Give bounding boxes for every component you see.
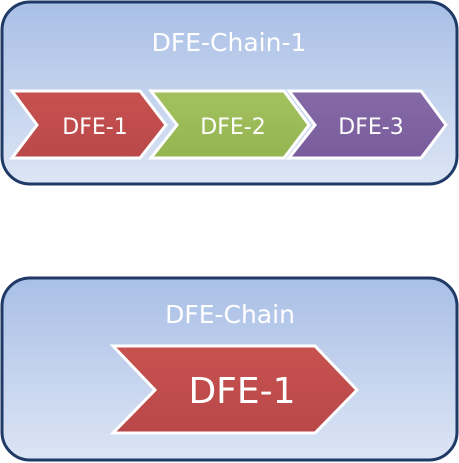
chevron-label: DFE-1 [62,115,127,140]
chain-1-title: DFE-Chain-1 [152,28,307,57]
chain-2-title: DFE-Chain [165,300,295,329]
chain-1-group: DFE-Chain-1 DFE-1 DFE-2 DFE-3 [2,2,457,184]
chain-1-stage-dfe-1: DFE-1 [12,91,166,158]
chain-2-group: DFE-Chain DFE-1 [2,278,457,460]
chevron-label: DFE-3 [338,115,403,140]
chevron-label: DFE-1 [188,371,295,412]
chevron-label: DFE-2 [200,115,265,140]
